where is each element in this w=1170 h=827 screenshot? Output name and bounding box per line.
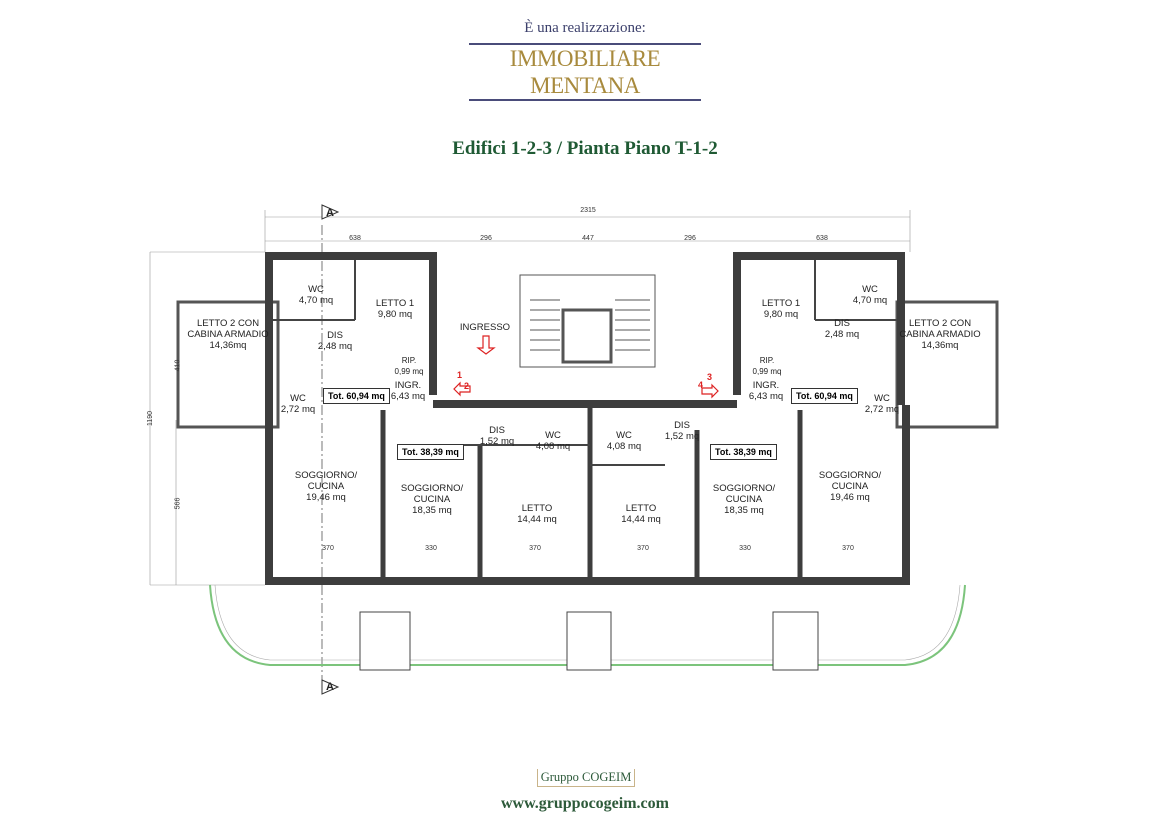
unit-total: Tot. 38,39 mq (397, 444, 464, 460)
room-ingr: INGR.6,43 mq (748, 380, 784, 402)
stairwell (519, 274, 656, 368)
room-rip: RIP.0,99 mq (394, 356, 424, 376)
section-label-bottom: A (326, 681, 334, 693)
dim-bottom: 330 (425, 545, 437, 552)
left-bay (176, 300, 280, 429)
dimension-lines (149, 210, 911, 586)
walls (265, 252, 910, 585)
dim-bottom: 370 (322, 545, 334, 552)
cogeim-logo: Gruppo COGEIM (537, 769, 635, 787)
intro-text: È una realizzazione: (524, 20, 646, 36)
dim-top: 296 (684, 235, 696, 242)
entrance-number: 2 (464, 381, 470, 391)
unit-total: Tot. 60,94 mq (323, 388, 390, 404)
entrance-arrows (453, 335, 719, 399)
website-link[interactable]: www.gruppocogeim.com (501, 795, 669, 812)
dim-height: 1190 (147, 410, 155, 427)
dim-top: 296 (480, 235, 492, 242)
balcony-doors (359, 611, 819, 671)
ingresso-label: INGRESSO (459, 322, 511, 333)
dim-top: 638 (349, 235, 361, 242)
section-label-top: A (326, 207, 334, 219)
brand-logo: IMMOBILIARE MENTANA (469, 43, 701, 101)
room-rip: RIP.0,99 mq (752, 356, 782, 376)
dim-top: 638 (816, 235, 828, 242)
dim-bay: 410 (174, 359, 182, 372)
entrance-number: 4 (698, 380, 704, 390)
unit-total: Tot. 60,94 mq (791, 388, 858, 404)
section-markers (321, 204, 340, 695)
dim-total-width: 2315 (580, 207, 596, 214)
dim-bottom: 370 (529, 545, 541, 552)
dim-bottom: 370 (637, 545, 649, 552)
page-title: Edifici 1-2-3 / Pianta Piano T-1-2 (452, 138, 718, 159)
dim-lower: 566 (174, 497, 182, 510)
entrance-number: 1 (457, 370, 463, 380)
dim-bottom: 330 (739, 545, 751, 552)
room-ingr: INGR.6,43 mq (390, 380, 426, 402)
dim-bottom: 370 (842, 545, 854, 552)
unit-total: Tot. 38,39 mq (710, 444, 777, 460)
entrance-number: 3 (707, 372, 713, 382)
dim-top: 447 (582, 235, 594, 242)
